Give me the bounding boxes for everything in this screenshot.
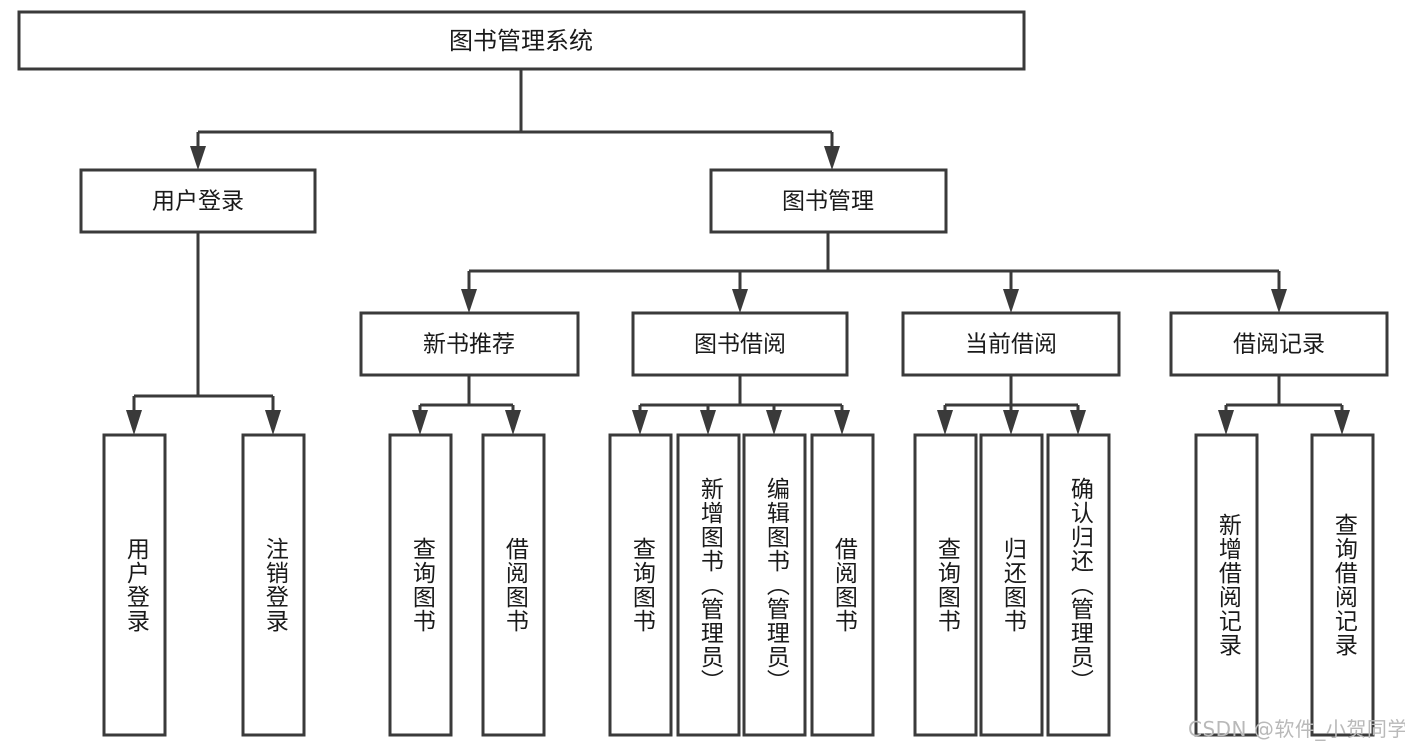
node-current-borrow-box[interactable] bbox=[901, 311, 1121, 377]
arrowhead-to-book-mgmt bbox=[824, 146, 840, 170]
arrowhead-current-borrow-leaf-0 bbox=[937, 410, 953, 435]
node-new-book-box[interactable] bbox=[359, 311, 580, 377]
arrowhead-borrow-record-leaf-0 bbox=[1218, 410, 1234, 435]
node-book-borrow-label: 图书借阅 bbox=[694, 332, 786, 358]
leaf-box-current-borrow-1[interactable] bbox=[979, 433, 1044, 737]
node-book-mgmt-box[interactable] bbox=[709, 168, 948, 234]
node-book-borrow-box[interactable] bbox=[631, 311, 849, 377]
leaf-box-current-borrow-2[interactable] bbox=[1046, 433, 1111, 737]
node-new-book-label: 新书推荐 bbox=[423, 332, 515, 358]
leaf-box-user-login-1[interactable] bbox=[241, 433, 306, 737]
leaf-box-borrow-record-1[interactable] bbox=[1310, 433, 1375, 737]
node-current-borrow-label: 当前借阅 bbox=[965, 332, 1057, 358]
arrowhead-new-book-leaf-0 bbox=[412, 410, 428, 435]
node-root-label: 图书管理系统 bbox=[449, 27, 593, 55]
leaf-box-new-book-1[interactable] bbox=[481, 433, 546, 737]
leaf-box-new-book-0[interactable] bbox=[388, 433, 453, 737]
leaf-box-book-borrow-3[interactable] bbox=[810, 433, 875, 737]
arrowhead-to-book-borrow bbox=[732, 289, 748, 313]
arrowhead-book-borrow-leaf-1 bbox=[700, 410, 716, 435]
arrowhead-to-current-borrow bbox=[1003, 289, 1019, 313]
node-user-login-label: 用户登录 bbox=[152, 189, 244, 215]
csdn-watermark: CSDN @软件_小贺同学 bbox=[1188, 717, 1405, 741]
arrowhead-book-borrow-leaf-2 bbox=[766, 410, 782, 435]
leaf-box-book-borrow-1[interactable] bbox=[676, 433, 741, 737]
node-book-mgmt-label: 图书管理 bbox=[782, 189, 874, 215]
arrowhead-current-borrow-leaf-1 bbox=[1003, 410, 1019, 435]
arrowhead-book-borrow-leaf-0 bbox=[632, 410, 648, 435]
node-borrow-record-box[interactable] bbox=[1169, 311, 1389, 377]
node-borrow-record-label: 借阅记录 bbox=[1233, 332, 1325, 358]
arrowhead-book-borrow-leaf-3 bbox=[834, 410, 850, 435]
leaf-box-user-login-0[interactable] bbox=[102, 433, 167, 737]
leaf-box-book-borrow-0[interactable] bbox=[608, 433, 673, 737]
arrowhead-to-user-login bbox=[190, 146, 206, 170]
arrowhead-borrow-record-leaf-1 bbox=[1334, 410, 1350, 435]
leaf-box-current-borrow-0[interactable] bbox=[913, 433, 978, 737]
node-root-box[interactable] bbox=[17, 10, 1026, 71]
arrowhead-user-login-leaf-0 bbox=[126, 410, 142, 435]
leaf-box-borrow-record-0[interactable] bbox=[1194, 433, 1259, 737]
leaf-box-book-borrow-2[interactable] bbox=[742, 433, 807, 737]
arrowhead-to-new-book bbox=[461, 289, 477, 313]
arrowhead-new-book-leaf-1 bbox=[505, 410, 521, 435]
arrowhead-current-borrow-leaf-2 bbox=[1070, 410, 1086, 435]
arrowhead-user-login-leaf-1 bbox=[265, 410, 281, 435]
arrowhead-to-borrow-record bbox=[1271, 289, 1287, 313]
